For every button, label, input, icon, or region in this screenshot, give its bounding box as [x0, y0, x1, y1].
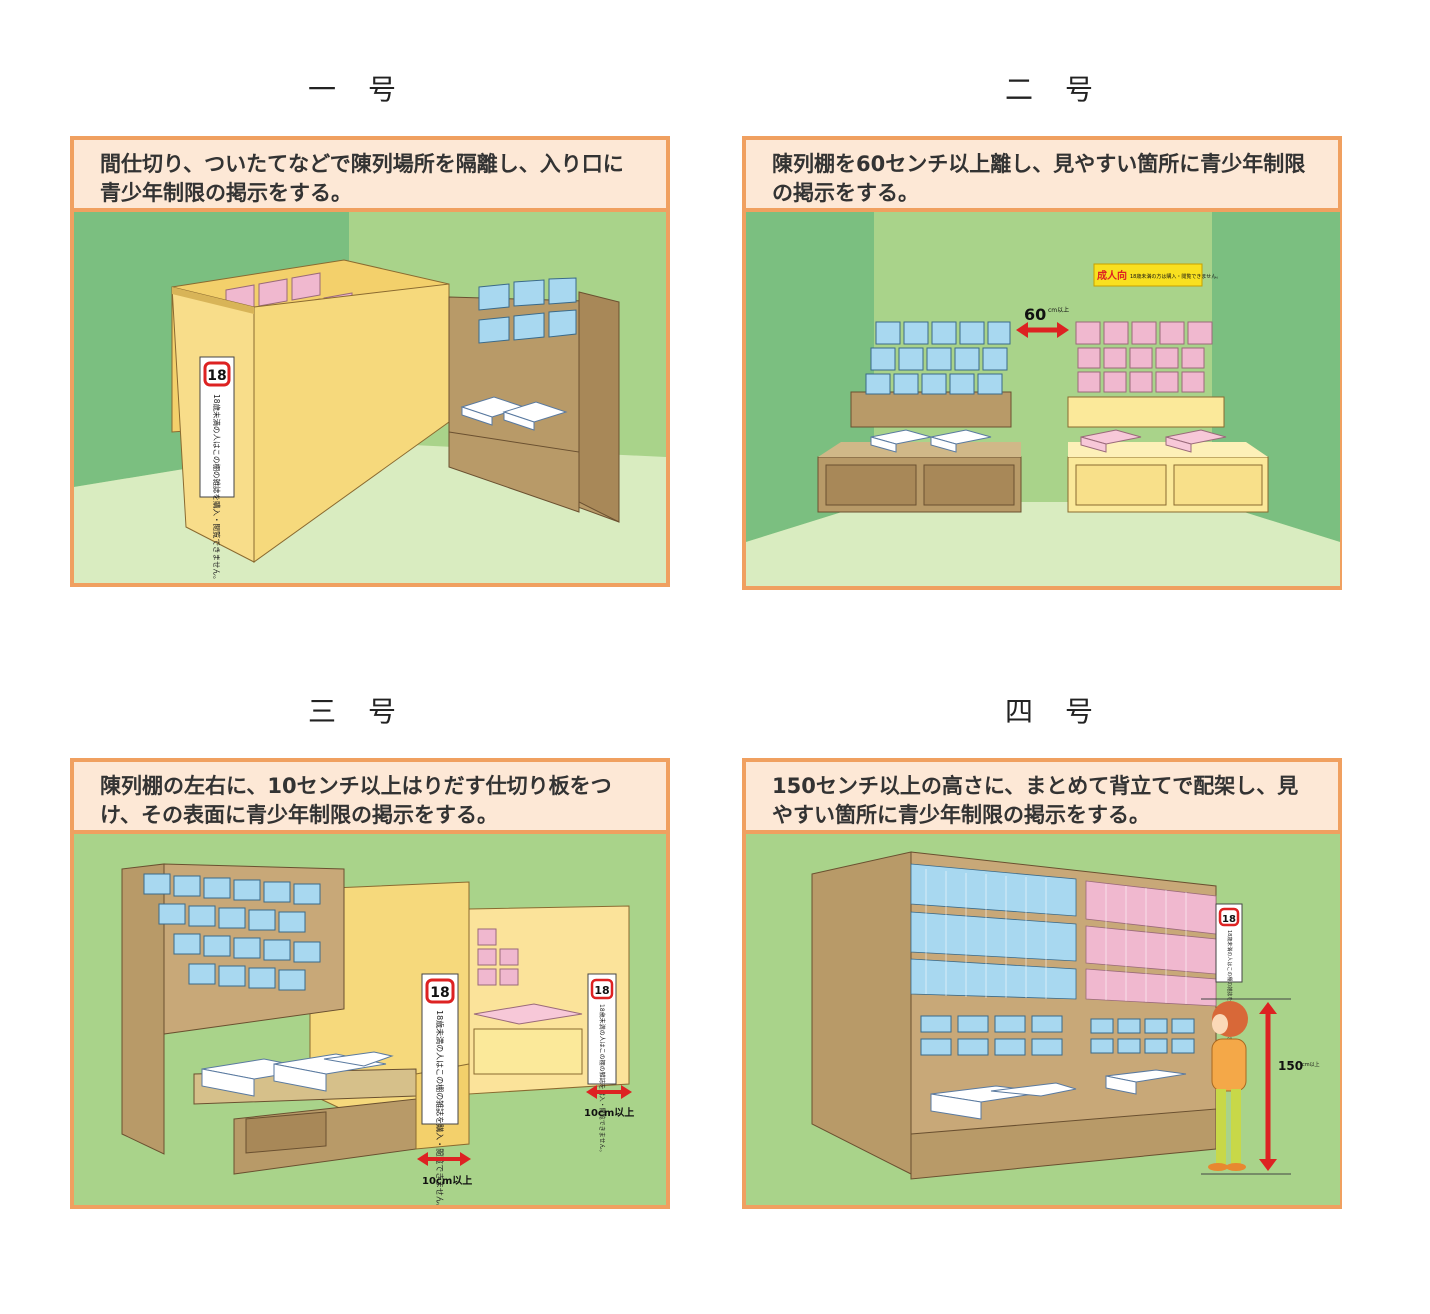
panel-3-sign-main-badge: 18	[430, 985, 449, 1001]
panel-3-measure-right: 10cm以上	[584, 1085, 634, 1119]
panel-2-distance-value: 60	[1024, 305, 1046, 324]
panel-1-illustration: 18 18歳未満の人はこの棚の雑誌を購入・閲覧できません。	[74, 212, 666, 583]
panel-2-banner-text: 18歳未満の方は購入・閲覧できません。	[1130, 273, 1221, 280]
panel-2-distance-unit: cm以上	[1048, 306, 1069, 314]
panel-4-sign: 18 18歳未満の人はこの棚の雑誌を購入・閲覧できません。	[1215, 903, 1243, 1056]
panel-4-sign-badge: 18	[1222, 914, 1236, 925]
panel-2-title: 二 号	[1004, 73, 1095, 106]
panel-2-illustration: 60 cm以上 成人向 18歳未満の方は購入・閲覧できません。	[746, 212, 1340, 586]
panel-3-sign-main: 18 18歳未満の人はこの棚の雑誌を購入・閲覧できません。	[421, 973, 459, 1205]
panel-4-height-indicator: 150 cm以上	[1201, 998, 1320, 1175]
panel-2-banner: 成人向 18歳未満の方は購入・閲覧できません。	[1093, 263, 1221, 287]
panel-2: 陳列棚を60センチ以上離し、見やすい箇所に青少年制限の掲示をする。	[742, 136, 1342, 590]
panel-3-measure-left: 10cm以上	[417, 1152, 472, 1187]
panel-3-sign-side-text: 18歳未満の人はこの棚の雑誌を購入・閲覧できません。	[598, 1004, 606, 1155]
panel-2-caption: 陳列棚を60センチ以上離し、見やすい箇所に青少年制限の掲示をする。	[746, 140, 1338, 212]
panel-3-measure-right-label: 10cm以上	[584, 1106, 634, 1119]
panel-2-banner-label: 成人向	[1097, 269, 1127, 282]
panel-3-illustration: 18 18歳未満の人はこの棚の雑誌を購入・閲覧できません。 18 18歳未満の人…	[74, 834, 666, 1205]
panel-1-sign-badge: 18	[207, 368, 226, 384]
panel-2-distance-indicator: 60 cm以上	[1016, 305, 1069, 338]
panel-3-sign-side-badge: 18	[594, 984, 609, 997]
panel-1-sign-text: 18歳未満の人はこの棚の雑誌を購入・閲覧できません。	[212, 394, 222, 583]
panel-4: 150センチ以上の高さに、まとめて背立てで配架し、見やすい箇所に青少年制限の掲示…	[742, 758, 1342, 1209]
panel-3: 陳列棚の左右に、10センチ以上はりだす仕切り板をつけ、その表面に青少年制限の掲示…	[70, 758, 670, 1209]
panel-4-height-value: 150	[1278, 1059, 1303, 1073]
panel-3-caption: 陳列棚の左右に、10センチ以上はりだす仕切り板をつけ、その表面に青少年制限の掲示…	[74, 762, 666, 834]
panel-3-sign-side: 18 18歳未満の人はこの棚の雑誌を購入・閲覧できません。	[587, 973, 617, 1155]
panel-1-sign: 18 18歳未満の人はこの棚の雑誌を購入・閲覧できません。	[199, 356, 235, 583]
panel-4-height-unit: cm以上	[1302, 1061, 1320, 1068]
child-figure	[1208, 1001, 1248, 1171]
panel-3-measure-left-label: 10cm以上	[422, 1174, 472, 1187]
panel-4-sign-text: 18歳未満の人はこの棚の雑誌を購入・閲覧できません。	[1226, 930, 1233, 1056]
panel-1-caption: 間仕切り、ついたてなどで陳列場所を隔離し、入り口に青少年制限の掲示をする。	[74, 140, 666, 212]
panel-1: 間仕切り、ついたてなどで陳列場所を隔離し、入り口に青少年制限の掲示をする。 18…	[70, 136, 670, 587]
panel-3-title: 三 号	[307, 695, 398, 728]
panel-1-title: 一 号	[307, 73, 398, 106]
panel-4-illustration: 18 18歳未満の人はこの棚の雑誌を購入・閲覧できません。 150 cm以上	[746, 834, 1340, 1205]
panel-3-sign-main-text: 18歳未満の人はこの棚の雑誌を購入・閲覧できません。	[435, 1010, 445, 1205]
panel-4-caption: 150センチ以上の高さに、まとめて背立てで配架し、見やすい箇所に青少年制限の掲示…	[746, 762, 1338, 834]
panel-4-title: 四 号	[1004, 695, 1095, 728]
